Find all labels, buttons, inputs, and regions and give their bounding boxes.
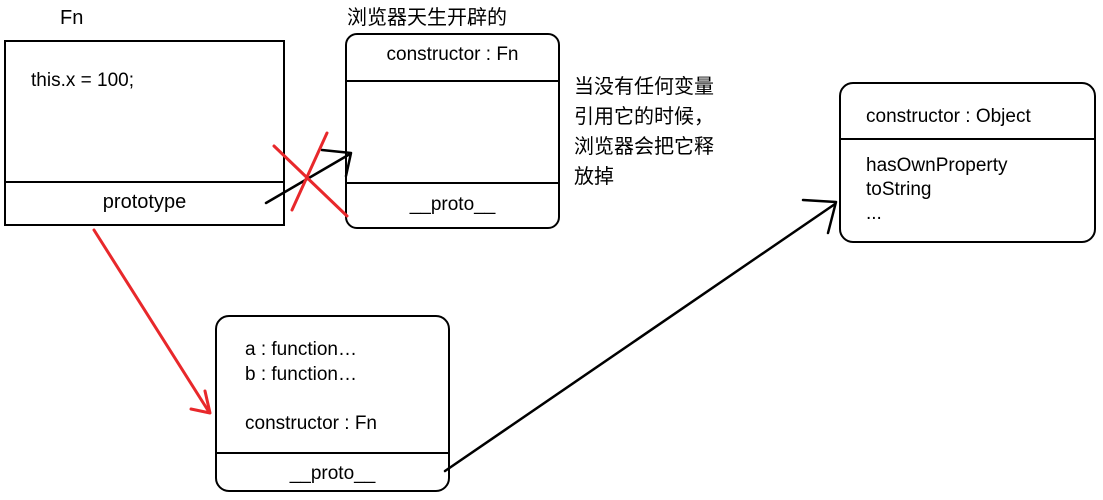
object-prototype-box: constructor : Object hasOwnProperty toSt… [839,82,1096,243]
fn-prototype-new-box: a : function… b : function… constructor … [215,315,450,492]
divider [841,138,1094,140]
note-line: 浏览器会把它释 [574,136,714,158]
proto-obj-members: a : function… b : function… [245,337,357,387]
member-line: a : function… [245,339,357,360]
fn-box-title: Fn [60,7,84,29]
fn-prototype-old-box: constructor : Fn __proto__ [345,33,560,229]
proto-link-arrow [443,198,838,473]
divider [6,181,283,183]
proto-cell: __proto__ [409,194,496,215]
proto-cell: __proto__ [289,463,376,484]
prototype-cell: prototype [102,191,187,213]
fn-function-box: this.x = 100; prototype [4,40,285,226]
release-note: 当没有任何变量 引用它的时候， 浏览器会把它释 放掉 [574,72,714,192]
object-member: hasOwnProperty [866,155,1008,176]
member-line: b : function… [245,364,357,385]
constructor-object-cell: constructor : Object [866,106,1031,127]
fn-body-text: this.x = 100; [31,70,134,91]
divider [217,452,448,454]
object-member: toString [866,179,932,200]
note-line: 引用它的时候， [574,106,714,128]
browser-box-title: 浏览器天生开辟的 [347,7,507,29]
object-member: ... [866,203,882,224]
note-line: 当没有任何变量 [574,76,714,98]
divider [347,182,558,184]
object-members: hasOwnProperty toString ... [866,154,1008,226]
constructor-fn-cell: constructor : Fn [386,44,519,65]
note-line: 放掉 [574,166,614,188]
divider [347,80,558,82]
constructor-fn-line: constructor : Fn [245,413,377,434]
prototype-arrow-red [92,228,212,415]
